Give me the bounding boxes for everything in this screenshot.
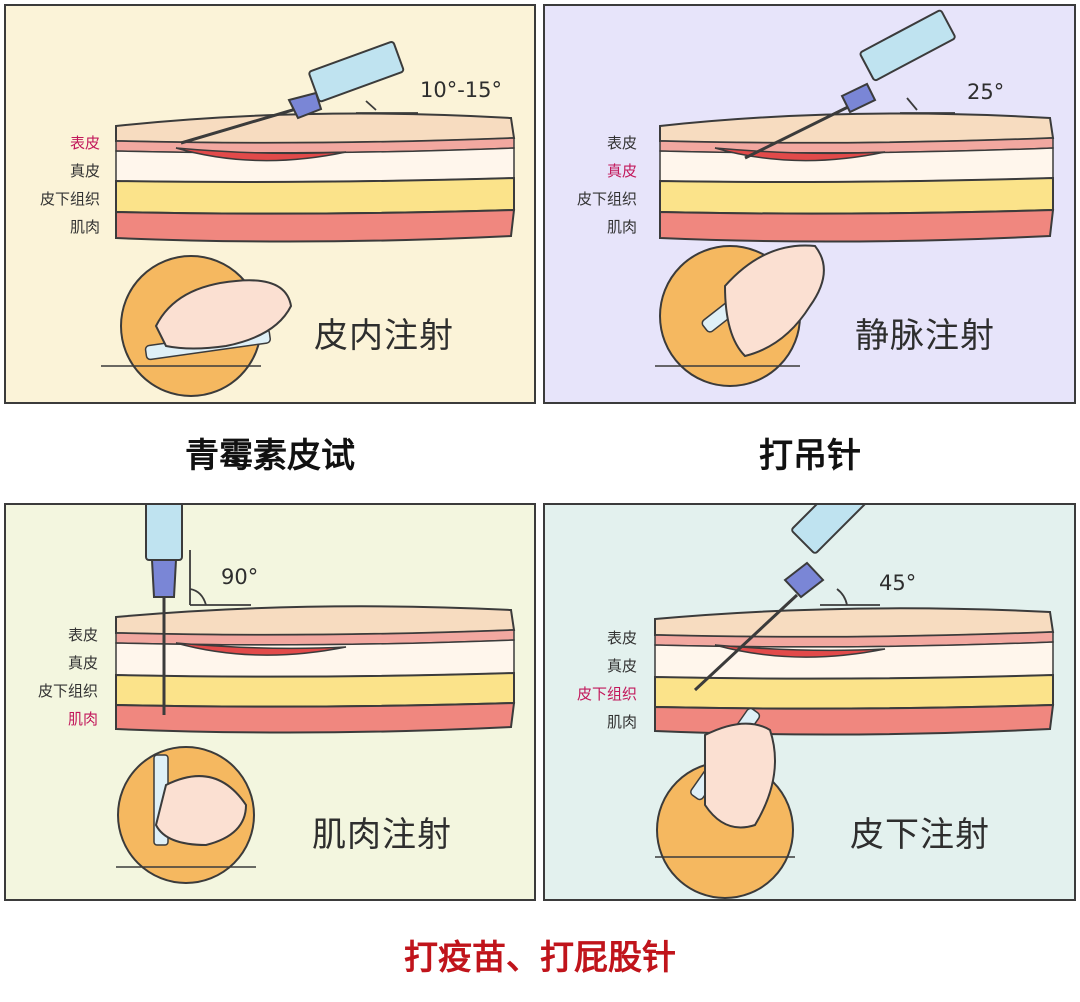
layer-label-muscle: 肌肉 xyxy=(67,710,98,728)
layer-label-muscle: 肌肉 xyxy=(69,218,100,236)
angle-label: 90° xyxy=(221,565,259,589)
layer-label-muscle: 肌肉 xyxy=(606,713,637,731)
layer-label-dermis: 真皮 xyxy=(69,162,100,180)
skin-cross-section xyxy=(115,112,516,243)
layer-label-epidermis: 表皮 xyxy=(606,134,637,152)
layer-label-muscle: 肌肉 xyxy=(606,218,637,236)
syringe xyxy=(145,505,251,715)
injection-title: 皮下注射 xyxy=(850,815,990,855)
syringe xyxy=(693,505,880,692)
panel-intravenous: 表皮 真皮 皮下组织 肌肉 25° 静脉注射 xyxy=(543,4,1076,404)
intramuscular-illustration xyxy=(115,505,516,884)
injection-title: 肌肉注射 xyxy=(312,815,452,855)
layer-label-epidermis: 表皮 xyxy=(67,626,98,644)
layer-label-epidermis: 表皮 xyxy=(606,629,637,647)
layer-label-epidermis: 表皮 xyxy=(69,134,100,152)
panel-subcutaneous: 表皮 真皮 皮下组织 肌肉 45° 皮下注射 xyxy=(543,503,1076,901)
layer-label-dermis: 真皮 xyxy=(606,162,637,180)
hand-inset xyxy=(116,746,256,884)
skin-cross-section xyxy=(659,112,1055,243)
subcutaneous-illustration xyxy=(654,505,1055,899)
injection-title: 皮内注射 xyxy=(314,316,454,356)
layer-label-subcutaneous: 皮下组织 xyxy=(576,685,637,703)
panel-intramuscular: 表皮 真皮 皮下组织 肌肉 90° 肌肉注射 xyxy=(4,503,536,901)
hand-inset xyxy=(655,244,825,387)
layer-label-subcutaneous: 皮下组织 xyxy=(37,682,98,700)
angle-label: 10°-15° xyxy=(420,78,503,102)
caption-iv-drip: 打吊针 xyxy=(759,436,861,476)
intravenous-illustration xyxy=(655,9,1055,387)
hand-inset xyxy=(655,707,795,899)
skin-cross-section xyxy=(115,605,516,734)
layer-label-subcutaneous: 皮下组织 xyxy=(576,190,637,208)
angle-label: 25° xyxy=(967,80,1005,104)
syringe xyxy=(180,41,418,145)
panel-intradermal: 表皮 真皮 皮下组织 肌肉 10°-15° 皮内注射 xyxy=(4,4,536,404)
layer-label-dermis: 真皮 xyxy=(606,657,637,675)
caption-penicillin-skin-test: 青霉素皮试 xyxy=(185,436,355,476)
layer-label-dermis: 真皮 xyxy=(67,654,98,672)
hand-inset xyxy=(101,255,293,397)
intradermal-illustration xyxy=(101,41,516,397)
syringe xyxy=(744,9,956,160)
layer-label-subcutaneous: 皮下组织 xyxy=(39,190,100,208)
caption-vaccine-buttock-shot: 打疫苗、打屁股针 xyxy=(404,938,676,978)
injection-title: 静脉注射 xyxy=(855,316,995,356)
angle-label: 45° xyxy=(879,571,917,595)
